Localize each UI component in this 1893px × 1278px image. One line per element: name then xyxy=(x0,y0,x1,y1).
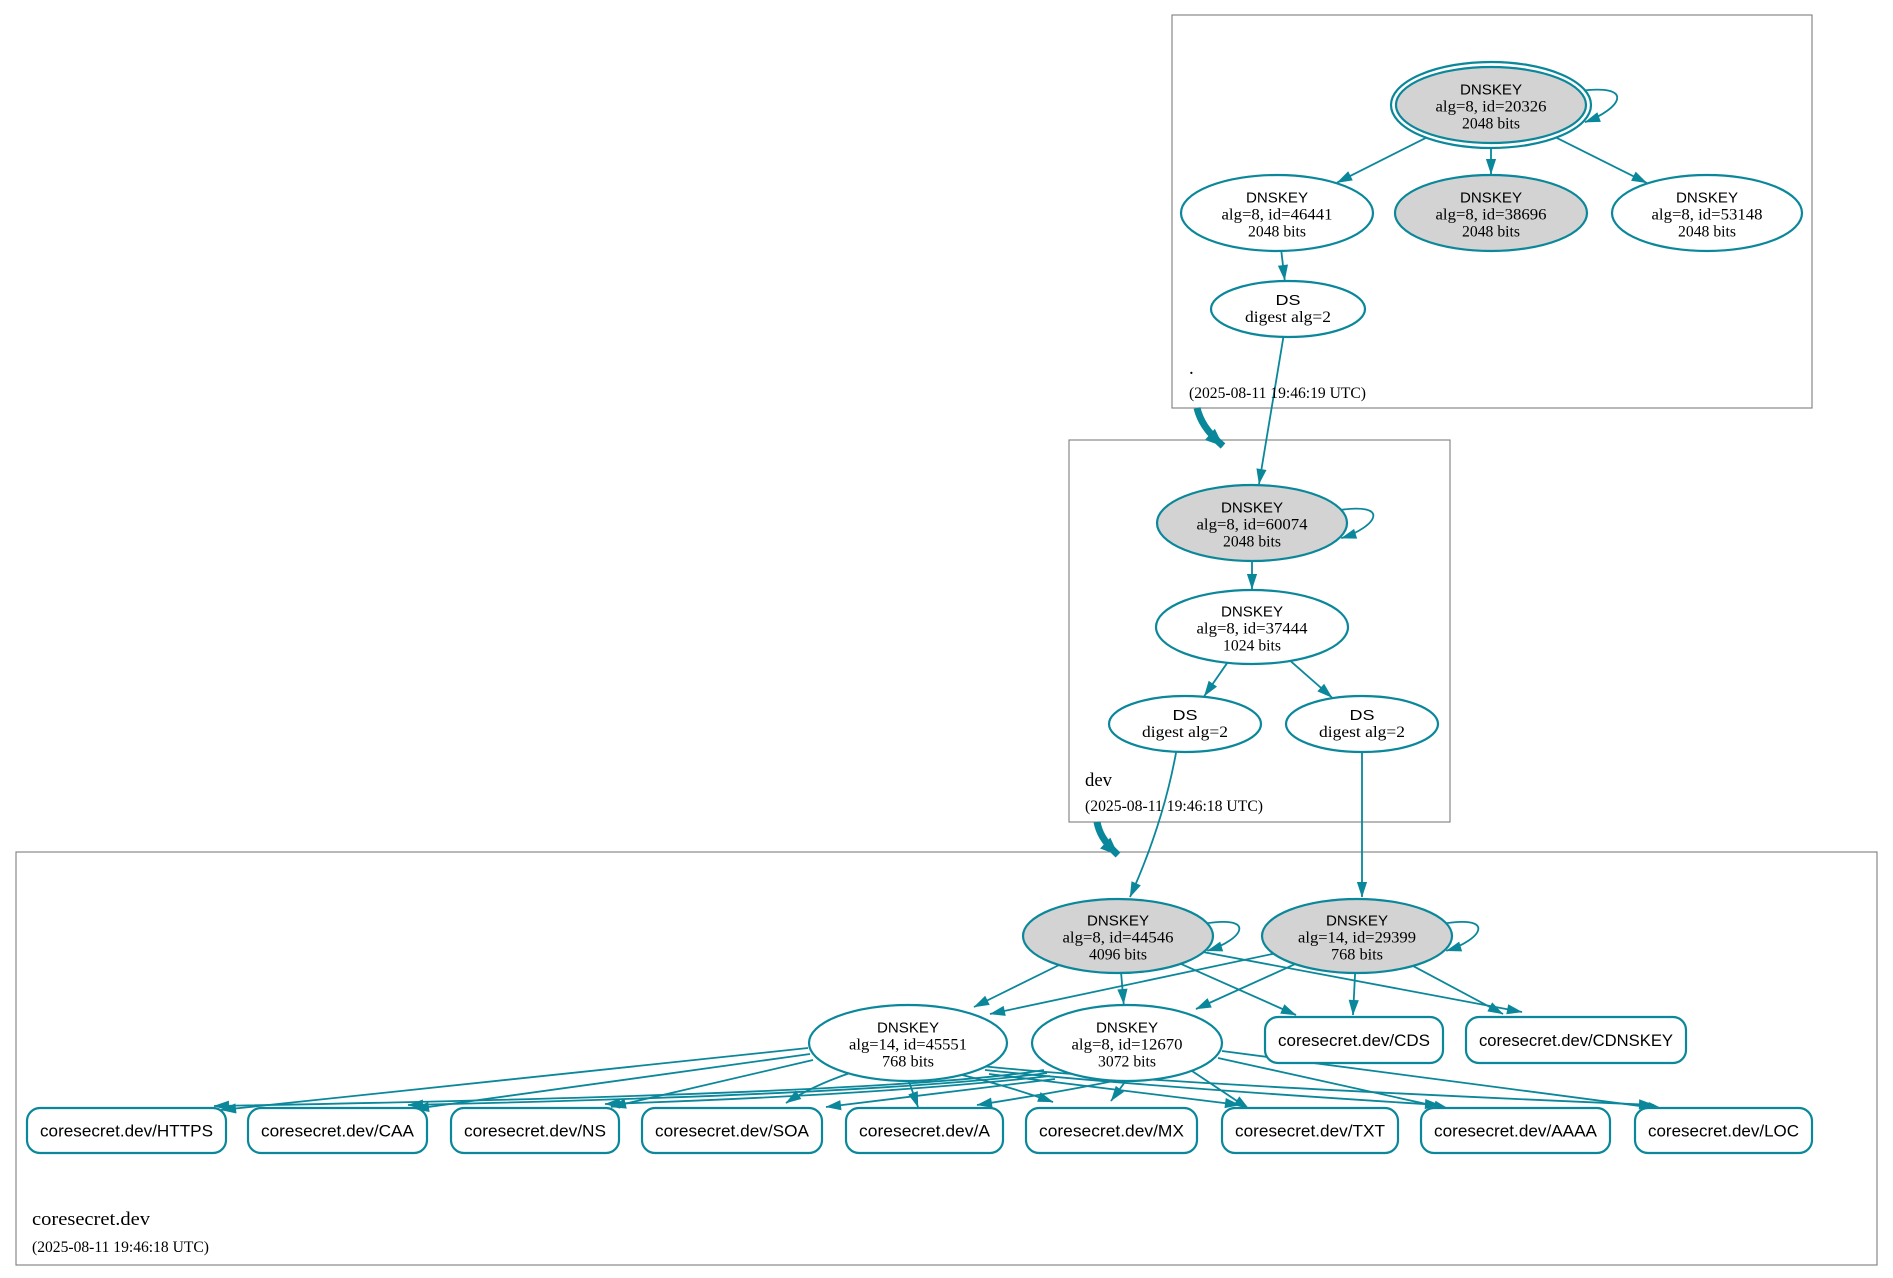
svg-text:DNSKEY: DNSKEY xyxy=(1087,913,1149,930)
svg-text:768 bits: 768 bits xyxy=(882,1054,934,1071)
svg-text:DS: DS xyxy=(1173,707,1198,724)
svg-text:coresecret.dev/CDS: coresecret.dev/CDS xyxy=(1278,1031,1430,1050)
svg-text:DNSKEY: DNSKEY xyxy=(1096,1020,1158,1037)
svg-text:coresecret.dev/SOA: coresecret.dev/SOA xyxy=(655,1122,810,1141)
svg-text:DS: DS xyxy=(1276,292,1301,309)
svg-text:DNSKEY: DNSKEY xyxy=(1460,82,1522,99)
svg-text:digest alg=2: digest alg=2 xyxy=(1142,724,1228,741)
svg-text:alg=8, id=38696: alg=8, id=38696 xyxy=(1436,207,1547,224)
svg-text:768 bits: 768 bits xyxy=(1331,947,1383,964)
svg-text:2048 bits: 2048 bits xyxy=(1462,116,1520,133)
svg-text:4096 bits: 4096 bits xyxy=(1089,947,1147,964)
svg-text:DNSKEY: DNSKEY xyxy=(1460,190,1522,207)
svg-text:coresecret.dev/LOC: coresecret.dev/LOC xyxy=(1648,1122,1799,1141)
svg-text:(2025-08-11 19:46:18 UTC): (2025-08-11 19:46:18 UTC) xyxy=(1085,798,1263,815)
svg-text:2048 bits: 2048 bits xyxy=(1462,224,1520,241)
svg-text:DNSKEY: DNSKEY xyxy=(1326,913,1388,930)
svg-text:dev: dev xyxy=(1085,770,1112,791)
svg-text:coresecret.dev/CAA: coresecret.dev/CAA xyxy=(261,1122,415,1141)
svg-text:coresecret.dev/AAAA: coresecret.dev/AAAA xyxy=(1434,1122,1598,1141)
svg-text:DNSKEY: DNSKEY xyxy=(1676,190,1738,207)
svg-text:2048 bits: 2048 bits xyxy=(1248,224,1306,241)
svg-text:coresecret.dev/TXT: coresecret.dev/TXT xyxy=(1235,1122,1385,1141)
svg-text:alg=8, id=60074: alg=8, id=60074 xyxy=(1197,517,1308,534)
svg-text:coresecret.dev/CDNSKEY: coresecret.dev/CDNSKEY xyxy=(1479,1031,1673,1050)
svg-text:(2025-08-11 19:46:18 UTC): (2025-08-11 19:46:18 UTC) xyxy=(32,1239,209,1256)
svg-text:coresecret.dev/HTTPS: coresecret.dev/HTTPS xyxy=(40,1122,213,1141)
svg-text:digest alg=2: digest alg=2 xyxy=(1319,724,1405,741)
svg-text:coresecret.dev/MX: coresecret.dev/MX xyxy=(1039,1122,1184,1141)
svg-text:alg=8, id=44546: alg=8, id=44546 xyxy=(1063,930,1174,947)
svg-text:alg=8, id=12670: alg=8, id=12670 xyxy=(1072,1037,1183,1054)
svg-text:alg=8, id=20326: alg=8, id=20326 xyxy=(1436,99,1547,116)
svg-text:digest alg=2: digest alg=2 xyxy=(1245,309,1331,326)
svg-text:alg=14, id=45551: alg=14, id=45551 xyxy=(849,1037,967,1054)
svg-text:DNSKEY: DNSKEY xyxy=(1246,190,1308,207)
svg-text:DS: DS xyxy=(1350,707,1375,724)
svg-text:alg=8, id=37444: alg=8, id=37444 xyxy=(1197,621,1308,638)
svg-text:(2025-08-11 19:46:19 UTC): (2025-08-11 19:46:19 UTC) xyxy=(1189,385,1366,402)
svg-text:coresecret.dev/A: coresecret.dev/A xyxy=(859,1122,991,1141)
svg-text:alg=8, id=46441: alg=8, id=46441 xyxy=(1222,207,1333,224)
svg-text:DNSKEY: DNSKEY xyxy=(1221,500,1283,517)
svg-text:DNSKEY: DNSKEY xyxy=(877,1020,939,1037)
svg-text:alg=8, id=53148: alg=8, id=53148 xyxy=(1652,207,1763,224)
svg-text:.: . xyxy=(1189,358,1194,379)
svg-text:coresecret.dev/NS: coresecret.dev/NS xyxy=(464,1122,606,1141)
svg-text:2048 bits: 2048 bits xyxy=(1223,534,1281,551)
svg-text:coresecret.dev: coresecret.dev xyxy=(32,1209,151,1230)
svg-text:alg=14, id=29399: alg=14, id=29399 xyxy=(1298,930,1416,947)
svg-text:2048 bits: 2048 bits xyxy=(1678,224,1736,241)
svg-text:DNSKEY: DNSKEY xyxy=(1221,604,1283,621)
svg-text:1024 bits: 1024 bits xyxy=(1223,638,1281,655)
svg-text:3072 bits: 3072 bits xyxy=(1098,1054,1156,1071)
